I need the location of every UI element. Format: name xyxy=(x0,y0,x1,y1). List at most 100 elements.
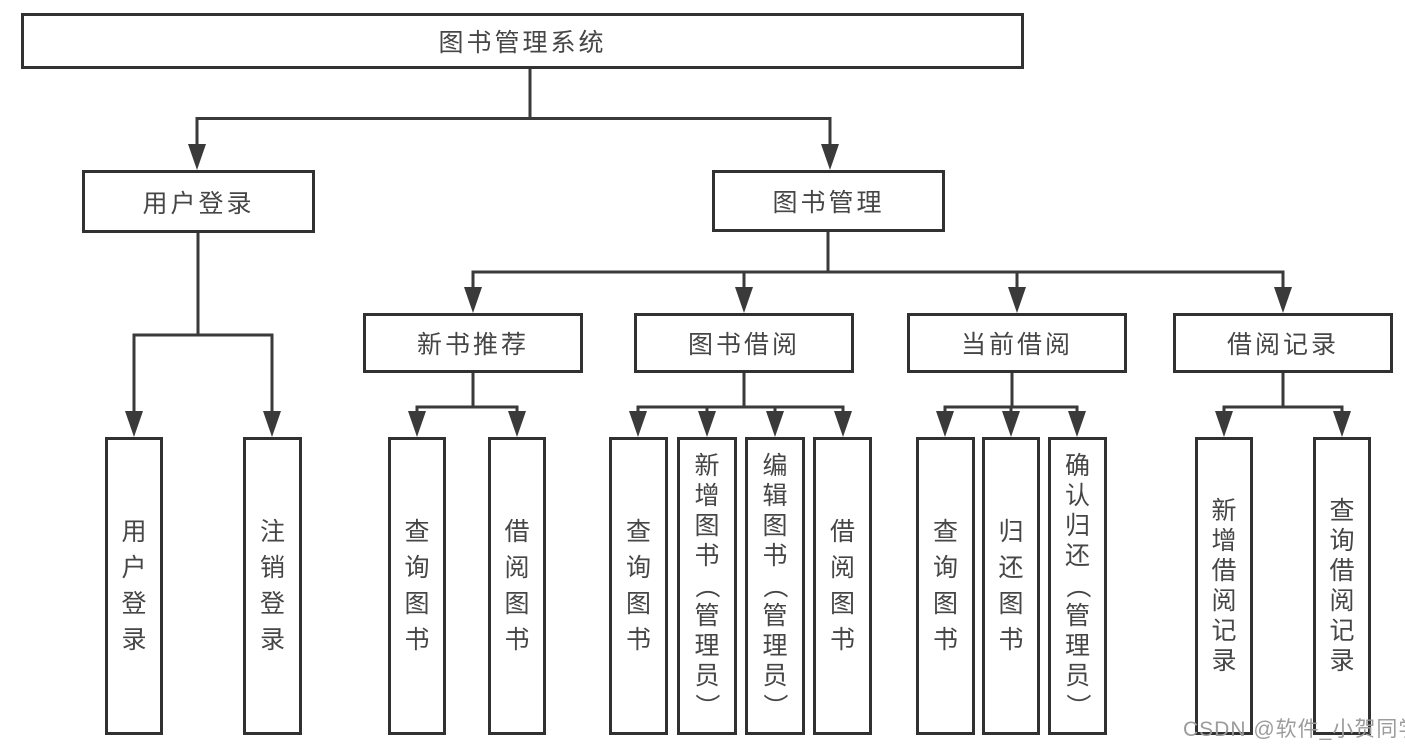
vertical-char: 员 xyxy=(762,662,788,690)
node-new-book-recommend-label: 新书推荐 xyxy=(416,331,529,359)
vertical-char: 还 xyxy=(1064,542,1090,570)
leaf-user-login: 用户登录 xyxy=(105,437,163,735)
vertical-char: 图 xyxy=(998,590,1024,618)
arrowhead-icon xyxy=(735,287,753,313)
vertical-char: 查 xyxy=(932,518,958,546)
vertical-char: 户 xyxy=(121,554,147,582)
vertical-char: 图 xyxy=(694,512,720,540)
vertical-char: 增 xyxy=(694,482,720,510)
vertical-char: 归 xyxy=(1064,512,1090,540)
watermark-text: CSDN @软件_小贺同学 xyxy=(1183,718,1405,741)
leaf-query-books-borrow-label: 查询图书 xyxy=(626,514,651,658)
arrowhead-icon xyxy=(508,411,526,437)
vertical-char: 查 xyxy=(404,518,430,546)
vertical-char: ） xyxy=(692,693,721,719)
leaf-edit-books-admin: 编辑图书（管理员） xyxy=(745,437,805,735)
arrowhead-icon xyxy=(629,411,647,437)
vertical-char: 阅 xyxy=(829,554,855,582)
leaf-add-books-admin: 新增图书（管理员） xyxy=(677,437,737,735)
vertical-char: 阅 xyxy=(1329,587,1355,615)
arrowhead-icon xyxy=(1274,287,1292,313)
vertical-char: 辑 xyxy=(762,482,788,510)
vertical-char: 员 xyxy=(694,662,720,690)
vertical-char: 理 xyxy=(1064,632,1090,660)
node-user-login-label: 用户登录 xyxy=(142,189,255,218)
vertical-char: 记 xyxy=(1211,617,1237,645)
vertical-char: 登 xyxy=(121,590,147,618)
vertical-char: 录 xyxy=(121,626,147,654)
vertical-char: 书 xyxy=(404,626,430,654)
vertical-char: 注 xyxy=(259,518,285,546)
node-book-management-label: 图书管理 xyxy=(772,189,885,217)
vertical-char: 阅 xyxy=(504,554,530,582)
vertical-char: （ xyxy=(760,573,789,599)
vertical-char: 录 xyxy=(259,626,285,654)
leaf-add-borrow-record-label: 新增借阅记录 xyxy=(1211,496,1236,676)
leaf-user-login-label: 用户登录 xyxy=(121,514,146,658)
leaf-query-books-borrow: 查询图书 xyxy=(609,437,668,735)
leaf-add-borrow-record: 新增借阅记录 xyxy=(1195,437,1253,735)
leaf-borrow-books-label: 借阅图书 xyxy=(830,514,855,658)
vertical-char: （ xyxy=(692,573,721,599)
arrowhead-icon xyxy=(698,411,716,437)
leaf-edit-books-admin-label: 编辑图书（管理员） xyxy=(760,451,789,721)
vertical-char: 图 xyxy=(829,590,855,618)
vertical-char: 询 xyxy=(625,554,651,582)
node-current-borrowing-label: 当前借阅 xyxy=(960,331,1073,359)
leaf-confirm-return-admin: 确认归还（管理员） xyxy=(1048,437,1107,735)
leaf-return-books: 归还图书 xyxy=(982,437,1040,735)
vertical-char: 书 xyxy=(998,626,1024,654)
vertical-char: 图 xyxy=(762,512,788,540)
vertical-char: 图 xyxy=(932,590,958,618)
vertical-char: 确 xyxy=(1064,452,1090,480)
leaf-query-books-current: 查询图书 xyxy=(916,437,975,735)
vertical-char: 管 xyxy=(1064,602,1090,630)
leaf-query-books-current-label: 查询图书 xyxy=(933,514,958,658)
node-borrow-records: 借阅记录 xyxy=(1173,313,1393,373)
vertical-char: 查 xyxy=(625,518,651,546)
vertical-char: 编 xyxy=(762,452,788,480)
vertical-char: 书 xyxy=(932,626,958,654)
vertical-char: 书 xyxy=(504,626,530,654)
vertical-char: 还 xyxy=(998,554,1024,582)
arrowhead-icon xyxy=(766,411,784,437)
arrowhead-icon xyxy=(834,411,852,437)
arrowhead-icon xyxy=(1215,411,1233,437)
vertical-char: 借 xyxy=(1329,557,1355,585)
node-root-label: 图书管理系统 xyxy=(438,29,607,57)
vertical-char: ） xyxy=(1063,693,1092,719)
vertical-char: 图 xyxy=(404,590,430,618)
arrowhead-icon xyxy=(821,144,839,170)
vertical-char: 图 xyxy=(504,590,530,618)
vertical-char: 销 xyxy=(259,554,285,582)
leaf-query-borrow-record: 查询借阅记录 xyxy=(1313,437,1371,735)
vertical-char: 归 xyxy=(998,518,1024,546)
vertical-char: 记 xyxy=(1329,617,1355,645)
vertical-char: ） xyxy=(760,693,789,719)
arrowhead-icon xyxy=(408,411,426,437)
vertical-char: 管 xyxy=(762,602,788,630)
node-book-borrowing-label: 图书借阅 xyxy=(687,331,800,359)
vertical-char: 查 xyxy=(1329,497,1355,525)
node-book-borrowing: 图书借阅 xyxy=(634,313,854,373)
leaf-confirm-return-admin-label: 确认归还（管理员） xyxy=(1063,451,1092,721)
arrowhead-icon xyxy=(125,411,143,437)
vertical-char: 借 xyxy=(504,518,530,546)
vertical-char: 理 xyxy=(694,632,720,660)
vertical-char: 新 xyxy=(1211,497,1237,525)
vertical-char: 阅 xyxy=(1211,587,1237,615)
leaf-query-books-recommend: 查询图书 xyxy=(388,437,446,735)
leaf-return-books-label: 归还图书 xyxy=(998,514,1023,658)
node-user-login: 用户登录 xyxy=(82,170,315,233)
vertical-char: 录 xyxy=(1329,647,1355,675)
leaf-borrow-books-recommend-label: 借阅图书 xyxy=(504,514,529,658)
arrowhead-icon xyxy=(188,144,206,170)
arrowhead-icon xyxy=(464,287,482,313)
vertical-char: 用 xyxy=(121,518,147,546)
vertical-char: 借 xyxy=(1211,557,1237,585)
leaf-borrow-books-recommend: 借阅图书 xyxy=(488,437,546,735)
node-new-book-recommend: 新书推荐 xyxy=(363,313,583,373)
arrowhead-icon xyxy=(1008,287,1026,313)
